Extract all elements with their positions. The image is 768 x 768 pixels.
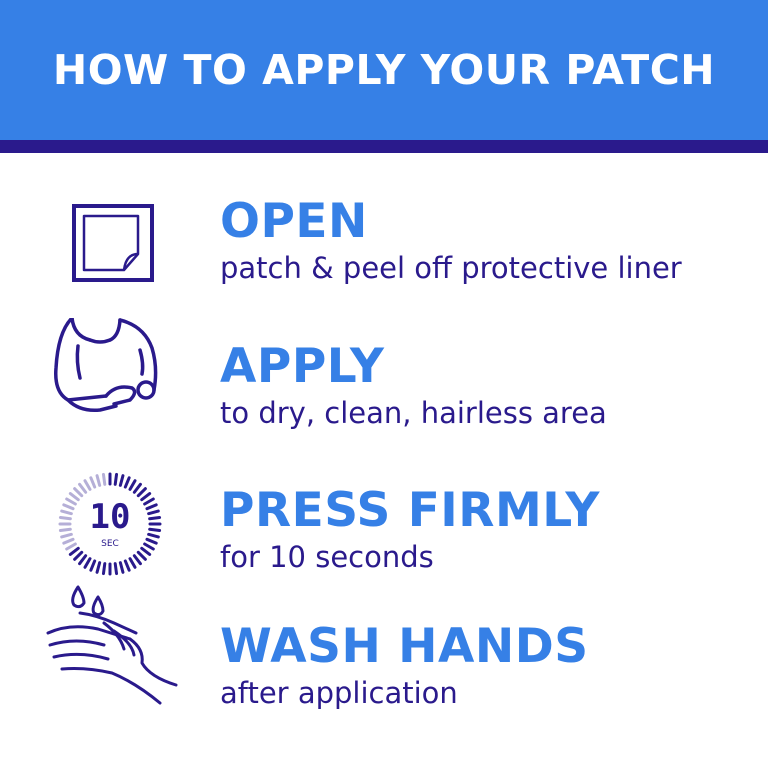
timer-tick xyxy=(89,476,97,489)
step-description: after application xyxy=(220,676,458,710)
timer-icon: 10 SEC xyxy=(40,462,180,592)
timer-tick xyxy=(128,479,137,491)
page-title: HOW TO APPLY YOUR PATCH xyxy=(52,46,716,94)
timer-tick xyxy=(58,527,72,533)
header-banner: HOW TO APPLY YOUR PATCH xyxy=(0,0,768,140)
timer-tick xyxy=(65,542,77,551)
timer-tick xyxy=(113,562,119,576)
timer-tick xyxy=(113,472,119,486)
timer-tick xyxy=(148,515,162,521)
timer-tick xyxy=(101,562,107,576)
timer-tick xyxy=(78,554,88,566)
timer-tick xyxy=(60,532,73,539)
person-applying-patch-icon xyxy=(40,318,180,448)
timer-tick xyxy=(89,559,97,572)
timer-tick xyxy=(73,487,84,498)
step-wash-hands: WASH HANDS after application xyxy=(0,585,768,753)
step-press-firmly: 10 SEC PRESS FIRMLY for 10 seconds xyxy=(0,472,768,617)
timer-tick xyxy=(73,550,84,561)
timer-tick xyxy=(58,515,72,521)
timer-value: 10 xyxy=(90,497,131,537)
step-heading: OPEN xyxy=(220,194,368,249)
timer-tick xyxy=(145,503,158,511)
timer-tick xyxy=(65,497,77,506)
timer-tick xyxy=(68,492,80,502)
timer-tick xyxy=(68,546,80,556)
timer-tick xyxy=(140,546,152,556)
timer-tick xyxy=(123,476,131,489)
step-heading: PRESS FIRMLY xyxy=(220,483,600,538)
timer-tick xyxy=(147,532,160,539)
timer-tick xyxy=(95,474,102,487)
step-heading: APPLY xyxy=(220,339,385,394)
timer-tick xyxy=(132,554,142,566)
timer-tick xyxy=(143,542,155,551)
timer-tick xyxy=(143,497,155,506)
timer-tick xyxy=(123,559,131,572)
timer-tick xyxy=(145,537,158,545)
timer-tick xyxy=(83,557,92,569)
timer-tick xyxy=(128,557,137,569)
timer-tick xyxy=(118,561,125,574)
timer-tick xyxy=(95,561,102,574)
timer-tick xyxy=(78,482,88,494)
timer-tick xyxy=(148,527,162,533)
timer-tick xyxy=(147,509,160,516)
timer-tick xyxy=(118,474,125,487)
timer-unit: SEC xyxy=(101,539,119,549)
timer-tick xyxy=(83,479,92,491)
step-description: to dry, clean, hairless area xyxy=(220,396,607,430)
timer-tick xyxy=(62,537,75,545)
timer-tick xyxy=(140,492,152,502)
timer-tick xyxy=(136,550,147,561)
step-heading: WASH HANDS xyxy=(220,619,589,674)
timer-tick xyxy=(132,482,142,494)
step-apply: APPLY to dry, clean, hairless area xyxy=(0,318,768,473)
step-description: patch & peel off protective liner xyxy=(220,251,682,285)
header-divider xyxy=(0,140,768,153)
timer-tick xyxy=(60,509,73,516)
washing-hands-icon xyxy=(40,583,180,713)
step-open: OPEN patch & peel off protective liner xyxy=(0,198,768,328)
timer-tick xyxy=(136,487,147,498)
timer-tick xyxy=(62,503,75,511)
patch-icon xyxy=(40,198,180,328)
step-description: for 10 seconds xyxy=(220,540,434,574)
timer-tick xyxy=(101,472,107,486)
